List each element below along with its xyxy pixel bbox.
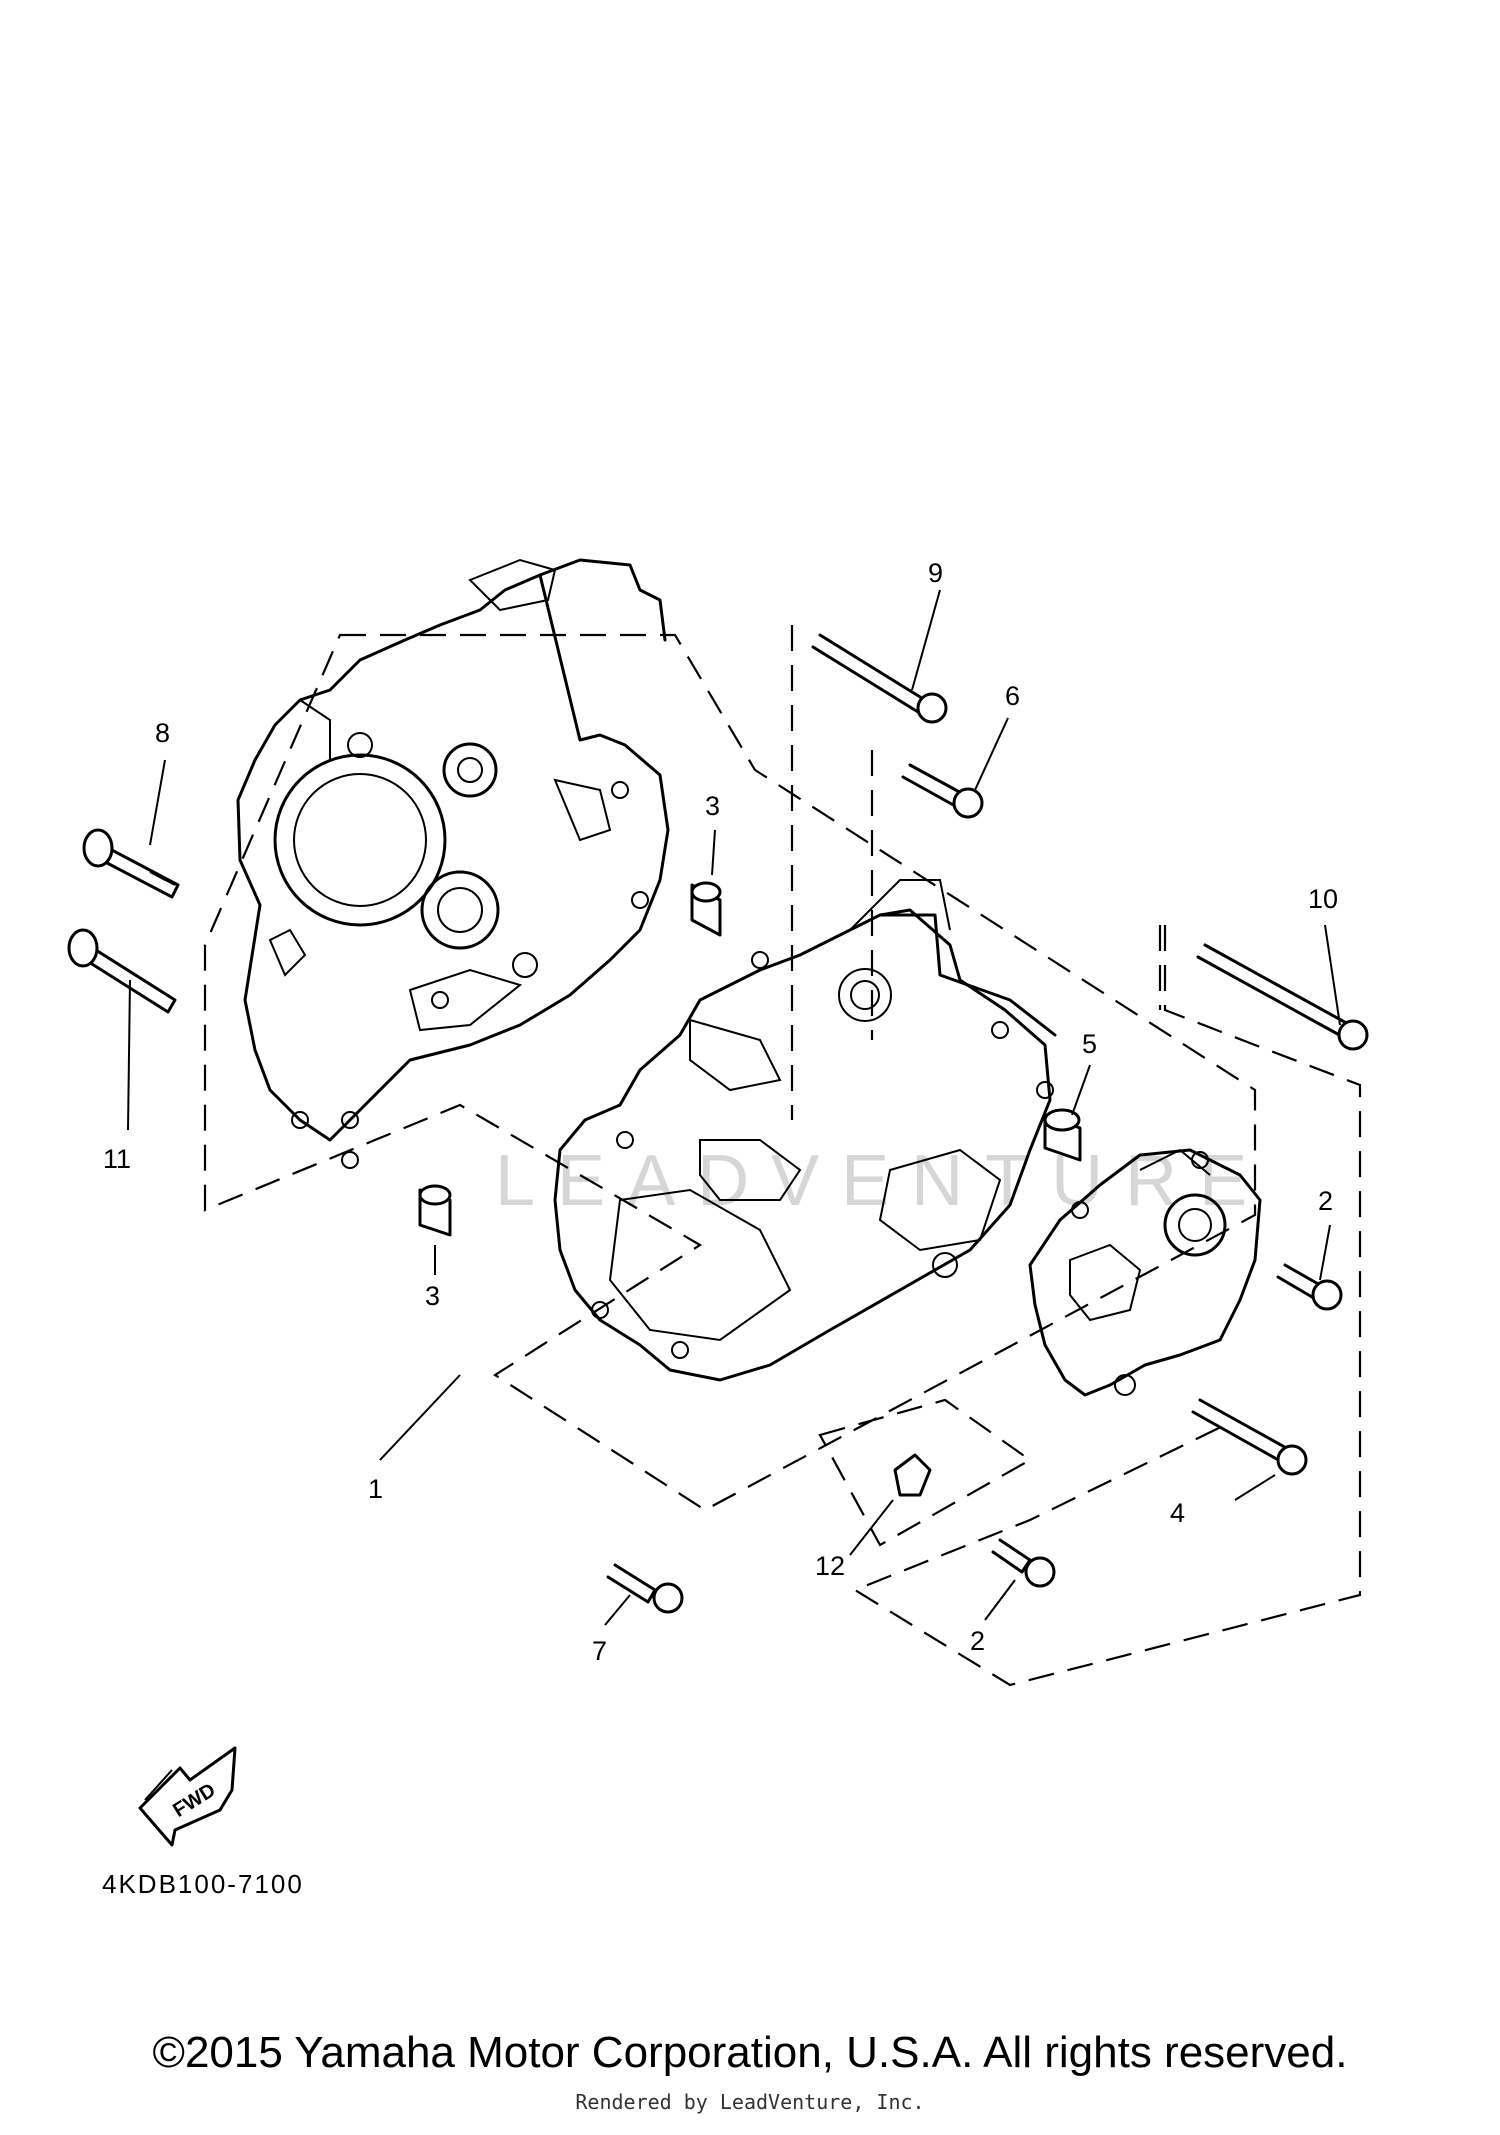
- dowel-5: [1043, 1108, 1082, 1162]
- bolt-4: [1191, 1398, 1308, 1476]
- bolt-9: [811, 633, 948, 724]
- clip-12: [893, 1453, 932, 1497]
- leader-lines: [127, 589, 1341, 1626]
- part-label-7: 7: [592, 1636, 607, 1666]
- part-label-10: 10: [1308, 884, 1338, 914]
- bolt-8: [82, 828, 180, 899]
- part-label-9: 9: [928, 558, 943, 588]
- part-number-labels: 8 11 3 3 9 6 10 5 2 4 2 12 7 1: [103, 558, 1338, 1666]
- part-label-3-lower: 3: [425, 1281, 440, 1311]
- dowel-3-upper: [690, 881, 722, 937]
- part-label-2-right: 2: [1318, 1186, 1333, 1216]
- part-label-4: 4: [1170, 1498, 1185, 1528]
- fwd-arrow-icon: FWD: [138, 1746, 237, 1847]
- part-label-1: 1: [368, 1474, 383, 1504]
- crankcase-cover: [1028, 1148, 1262, 1397]
- assembly-boundary-lines: [203, 625, 1362, 1687]
- rendered-by-text: Rendered by LeadVenture, Inc.: [575, 2090, 925, 2114]
- part-label-3-upper: 3: [705, 791, 720, 821]
- left-crankcase: [236, 558, 670, 1169]
- copyright-text: ©2015 Yamaha Motor Corporation, U.S.A. A…: [152, 2028, 1348, 2077]
- bolt-11: [67, 928, 177, 1014]
- part-label-2-lower: 2: [970, 1626, 985, 1656]
- watermark-text: LEADVENTURE: [495, 1141, 1269, 1221]
- part-label-6: 6: [1005, 681, 1020, 711]
- bolt-2-lower: [991, 1538, 1056, 1588]
- part-label-11: 11: [103, 1144, 131, 1174]
- dowel-3-lower: [418, 1184, 452, 1237]
- part-label-8: 8: [155, 718, 170, 748]
- bolt-2-right: [1276, 1263, 1343, 1311]
- part-label-12: 12: [815, 1551, 845, 1581]
- part-label-5: 5: [1082, 1029, 1097, 1059]
- bolt-10: [1196, 943, 1369, 1051]
- diagram-code: 4KDB100-7100: [102, 1869, 304, 1899]
- right-crankcase: [553, 879, 1057, 1382]
- bolt-7: [606, 1563, 684, 1614]
- bolt-6: [901, 763, 984, 819]
